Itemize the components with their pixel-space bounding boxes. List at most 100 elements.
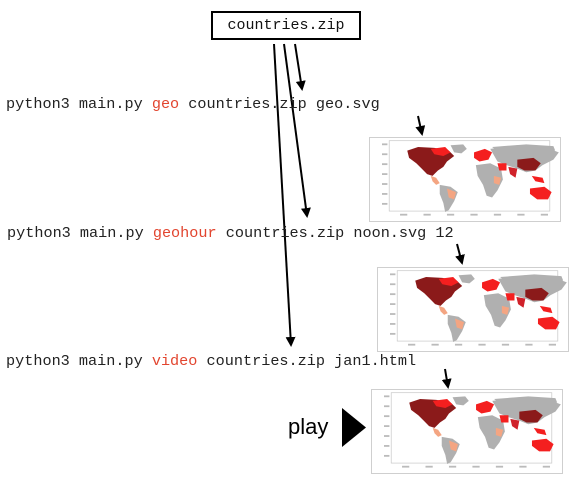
map-tick-label: [390, 323, 396, 325]
world-map-image: [384, 392, 561, 468]
central-america-shape: [438, 305, 448, 315]
map-tick-label: [525, 343, 533, 346]
southeast-asia-shape: [533, 427, 547, 436]
map-tick-label: [423, 213, 431, 216]
map-countries: [415, 274, 567, 342]
arrow-zip-to-geo: [294, 43, 306, 91]
map-tick-label: [384, 415, 390, 418]
map-countries: [407, 144, 559, 212]
map-thumbnail-jan1: [371, 389, 563, 474]
map-tick-label: [517, 213, 525, 216]
source-file-box: countries.zip: [211, 11, 361, 40]
map-tick-label: [408, 343, 416, 346]
map-tick-label: [402, 465, 410, 468]
greenland-shape: [458, 274, 475, 284]
map-tick-label: [384, 405, 390, 408]
central-america-shape: [430, 175, 440, 185]
brazil-shape: [448, 440, 458, 452]
map-tick-label: [390, 273, 396, 276]
arrow-video-to-map: [441, 368, 452, 389]
east-africa-shape: [495, 427, 504, 437]
china-shape: [525, 287, 549, 301]
map-countries: [409, 396, 561, 464]
brazil-shape: [454, 318, 464, 330]
command-args: countries.zip noon.svg 12: [216, 224, 454, 242]
map-tick-label: [390, 303, 396, 305]
india-shape: [516, 296, 526, 308]
map-tick-label: [384, 425, 390, 427]
south-america-shape: [439, 184, 458, 212]
subcommand-geo: geo: [151, 95, 180, 113]
map-tick-label: [400, 213, 408, 216]
map-tick-label: [493, 213, 502, 216]
central-america-shape: [432, 427, 442, 437]
map-tick-label: [542, 465, 550, 468]
subcommand-geohour: geohour: [152, 224, 217, 242]
middle-east-shape: [505, 293, 515, 301]
map-tick-label: [431, 343, 439, 346]
australia-shape: [537, 316, 560, 330]
map-tick-label: [454, 343, 463, 346]
map-tick-label: [478, 343, 486, 346]
map-tick-label: [382, 143, 388, 146]
southeast-asia-shape: [539, 305, 553, 314]
map-tick-label: [519, 465, 527, 468]
east-africa-shape: [501, 305, 510, 315]
africa-shape: [477, 415, 505, 450]
africa-shape: [475, 163, 503, 198]
china-shape: [517, 157, 541, 171]
russia-shape: [494, 396, 558, 405]
subcommand-video: video: [151, 352, 198, 370]
map-tick-label: [390, 293, 396, 296]
command-args: countries.zip geo.svg: [179, 95, 380, 113]
australia-shape: [529, 186, 552, 200]
canada-east-shape: [432, 399, 453, 409]
map-tick-label: [384, 454, 390, 457]
arrow-geohour-to-map: [455, 243, 465, 265]
command-prefix: python3 main.py: [7, 224, 153, 242]
greenland-shape: [450, 144, 467, 154]
east-africa-shape: [493, 175, 502, 185]
europe-shape: [476, 400, 495, 414]
map-tick-label: [390, 313, 396, 315]
middle-east-shape: [497, 163, 507, 171]
map-tick-label: [382, 153, 388, 156]
command-geo: python3 main.py geo countries.zip geo.sv…: [6, 95, 380, 113]
map-tick-label: [390, 283, 396, 286]
world-map-image: [382, 140, 559, 216]
arrow-zip-to-video: [273, 43, 296, 347]
map-tick-label: [382, 173, 388, 175]
russia-shape: [500, 274, 564, 283]
map-tick-label: [540, 213, 548, 216]
command-prefix: python3 main.py: [6, 352, 152, 370]
map-tick-label: [472, 465, 480, 468]
map-axes-frame: [388, 140, 551, 212]
map-tick-label: [548, 343, 556, 346]
china-shape: [519, 409, 543, 423]
map-tick-label: [448, 465, 457, 468]
command-geohour: python3 main.py geohour countries.zip no…: [7, 224, 454, 242]
arrow-zip-to-geohour: [283, 43, 311, 218]
command-prefix: python3 main.py: [6, 95, 152, 113]
map-tick-label: [425, 465, 433, 468]
map-tick-label: [384, 395, 390, 398]
greenland-shape: [452, 396, 469, 406]
play-label: play: [288, 414, 329, 439]
africa-shape: [483, 293, 511, 328]
source-file-label: countries.zip: [227, 17, 345, 34]
map-thumbnail-geo: [369, 137, 561, 222]
map-tick-label: [495, 465, 504, 468]
south-america-shape: [447, 314, 466, 342]
play-triangle[interactable]: [342, 408, 366, 447]
world-map-image: [390, 270, 567, 346]
command-video: python3 main.py video countries.zip jan1…: [6, 352, 416, 370]
map-axes-frame: [390, 392, 553, 464]
map-tick-label: [384, 445, 390, 447]
map-tick-label: [390, 332, 396, 335]
map-tick-label: [382, 183, 388, 185]
map-tick-label: [384, 435, 390, 437]
russia-shape: [492, 144, 556, 153]
map-axes-frame: [396, 270, 559, 342]
